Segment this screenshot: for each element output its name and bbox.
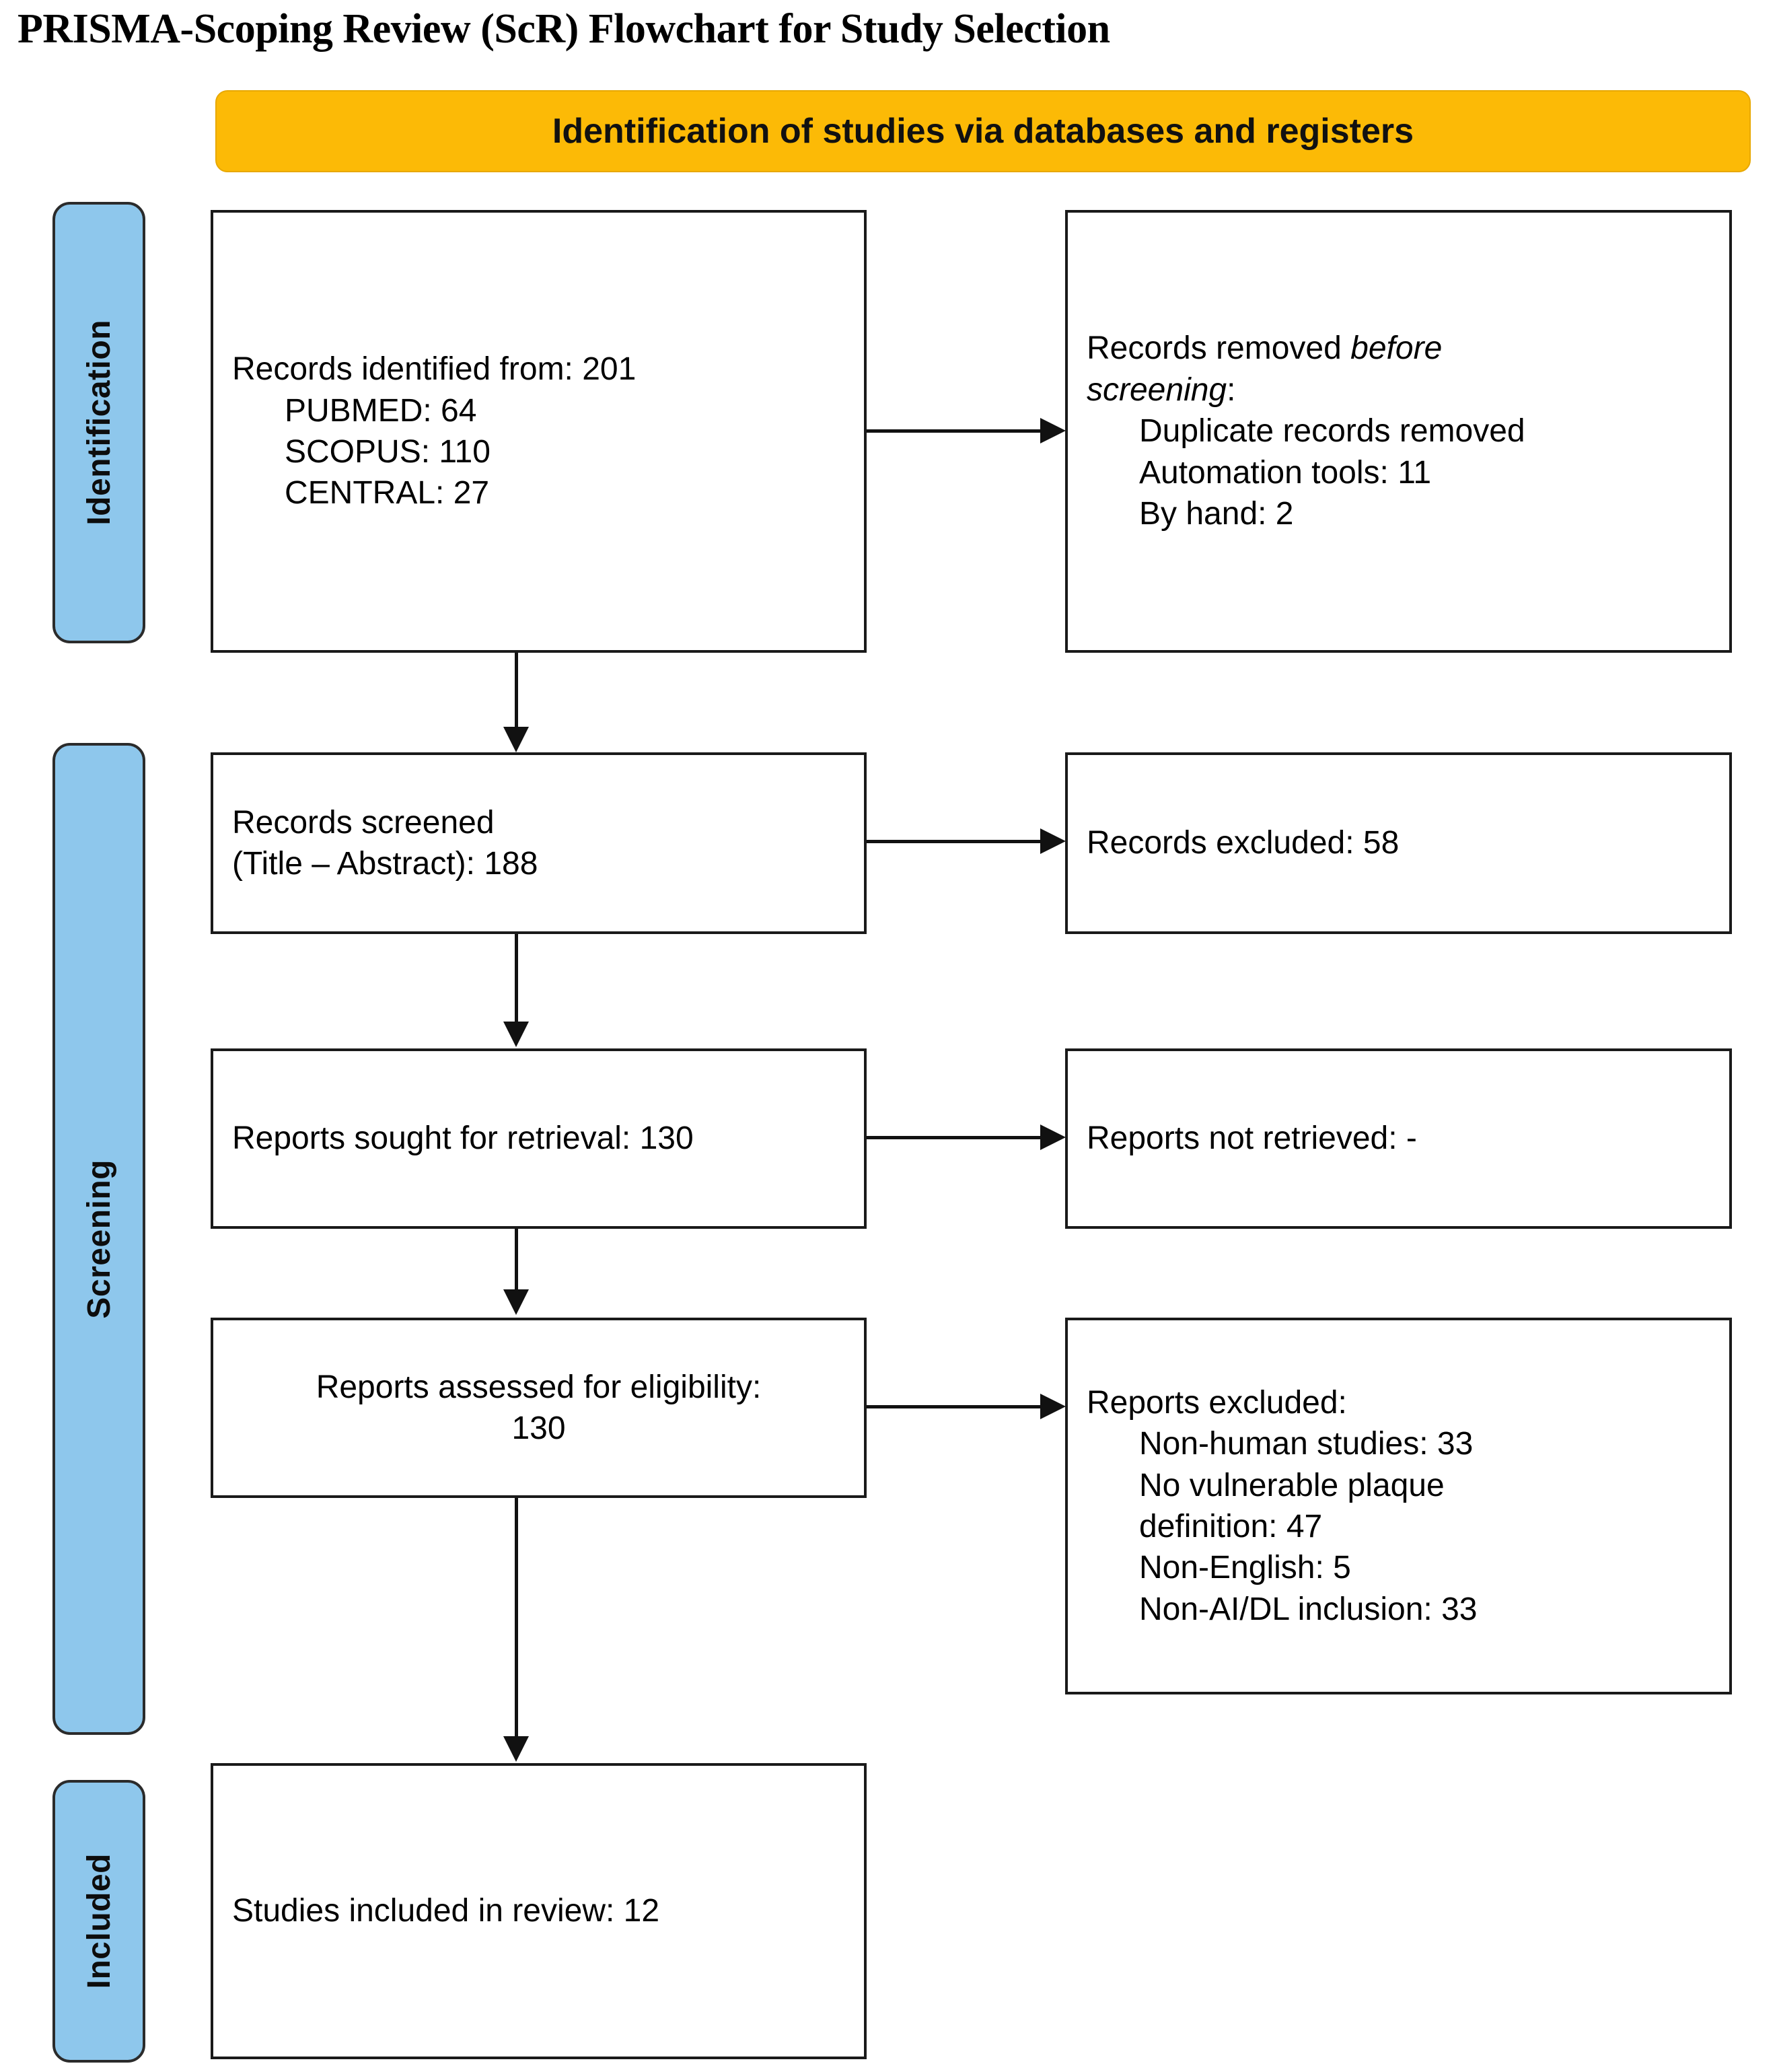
records-removed-heading-text: Records removed (1087, 330, 1351, 367)
stage-label-identification: Identification (81, 320, 117, 526)
reports-excluded-heading: Reports excluded: (1087, 1384, 1347, 1421)
records-removed-duplicates: Duplicate records removed (1139, 413, 1525, 450)
stage-bar-screening: Screening (52, 743, 145, 1735)
box-studies-included: Studies included in review: 12 (211, 1763, 867, 2059)
phase-banner-label: Identification of studies via databases … (552, 112, 1414, 151)
reports-excluded-nonenglish: Non-English: 5 (1139, 1550, 1351, 1586)
box-records-removed: Records removed before screening: Duplic… (1065, 210, 1732, 653)
records-removed-byhand: By hand: 2 (1139, 496, 1294, 532)
records-removed-heading-emphasis-2: screening (1087, 371, 1227, 408)
box-reports-assessed: Reports assessed for eligibility: 130 (211, 1318, 867, 1498)
reports-excluded-nonhuman: Non-human studies: 33 (1139, 1426, 1474, 1462)
records-removed-heading-emphasis-1: before (1350, 330, 1443, 367)
box-records-identified: Records identified from: 201 PUBMED: 64 … (211, 210, 867, 653)
records-removed-heading-line1: Records removed before (1087, 328, 1710, 369)
records-removed-heading-colon: : (1227, 371, 1236, 408)
reports-sought-value: Reports sought for retrieval: 130 (232, 1120, 694, 1157)
reports-assessed-label: Reports assessed for eligibility: (316, 1369, 762, 1405)
stage-bar-included: Included (52, 1780, 145, 2063)
records-identified-total: Records identified from: 201 (232, 351, 637, 388)
box-reports-excluded: Reports excluded: Non-human studies: 33 … (1065, 1318, 1732, 1694)
box-records-excluded: Records excluded: 58 (1065, 752, 1732, 934)
reports-excluded-noplaque-1: No vulnerable plaque (1139, 1467, 1445, 1503)
records-screened-label: Records screened (232, 804, 495, 841)
box-reports-not-retrieved: Reports not retrieved: - (1065, 1048, 1732, 1229)
phase-banner-identification: Identification of studies via databases … (215, 90, 1751, 172)
reports-not-retrieved-value: Reports not retrieved: - (1087, 1120, 1417, 1157)
records-removed-automation: Automation tools: 11 (1139, 454, 1432, 491)
reports-excluded-nonaidl: Non-AI/DL inclusion: 33 (1139, 1591, 1478, 1627)
records-screened-value: (Title – Abstract): 188 (232, 846, 538, 882)
stage-label-included: Included (81, 1853, 117, 1989)
records-removed-heading-line2: screening: (1087, 369, 1710, 410)
records-identified-pubmed: PUBMED: 64 (285, 392, 477, 429)
records-identified-scopus: SCOPUS: 110 (285, 434, 491, 470)
records-identified-central: CENTRAL: 27 (285, 475, 490, 511)
reports-assessed-value: 130 (511, 1410, 566, 1446)
box-reports-sought: Reports sought for retrieval: 130 (211, 1048, 867, 1229)
stage-label-screening: Screening (81, 1159, 117, 1319)
box-records-screened: Records screened (Title – Abstract): 188 (211, 752, 867, 934)
stage-bar-identification: Identification (52, 202, 145, 643)
records-excluded-value: Records excluded: 58 (1087, 825, 1400, 861)
page-title: PRISMA-Scoping Review (ScR) Flowchart fo… (17, 6, 1110, 52)
studies-included-value: Studies included in review: 12 (232, 1893, 660, 1929)
reports-excluded-noplaque-2: definition: 47 (1139, 1509, 1323, 1544)
